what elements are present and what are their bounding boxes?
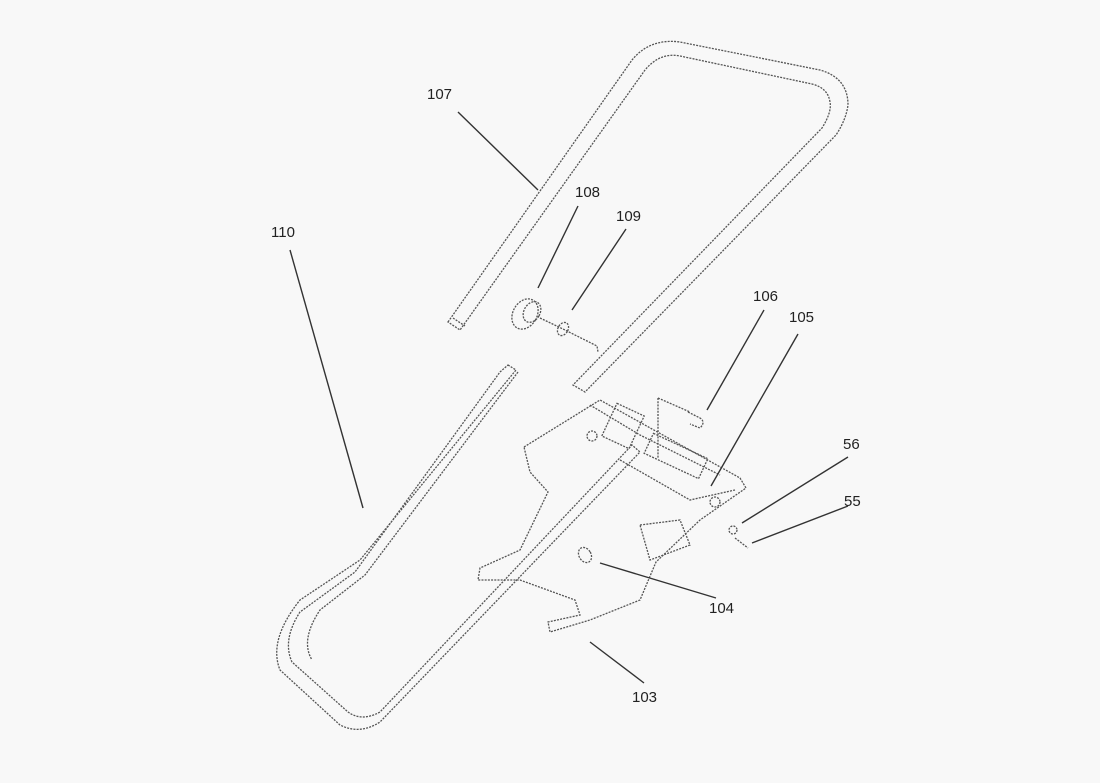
- leader-56: [741, 456, 849, 524]
- lower-frame-110: [276, 364, 641, 730]
- leader-110: [289, 249, 364, 509]
- washer-109: [539, 317, 599, 353]
- callout-103: 103: [632, 689, 657, 706]
- callout-106: 106: [753, 288, 778, 305]
- callout-104: 104: [709, 600, 734, 617]
- callout-105: 105: [789, 309, 814, 326]
- leader-108: [537, 205, 579, 289]
- leader-55: [751, 505, 849, 544]
- callout-110: 110: [271, 224, 295, 241]
- leader-103: [589, 641, 645, 684]
- callout-109: 109: [616, 208, 641, 225]
- leader-107: [457, 111, 539, 191]
- callout-55: 55: [844, 493, 861, 510]
- knob-108: [511, 298, 542, 330]
- leader-lines: [289, 111, 849, 684]
- leader-104: [599, 562, 717, 599]
- callout-56: 56: [843, 436, 860, 453]
- leader-105: [710, 333, 799, 487]
- leader-106: [706, 309, 765, 411]
- callout-107: 107: [427, 86, 452, 103]
- upper-handle-107: [447, 40, 849, 393]
- callout-108: 108: [575, 184, 600, 201]
- base-bracket-103: [477, 397, 749, 633]
- leader-109: [571, 228, 627, 311]
